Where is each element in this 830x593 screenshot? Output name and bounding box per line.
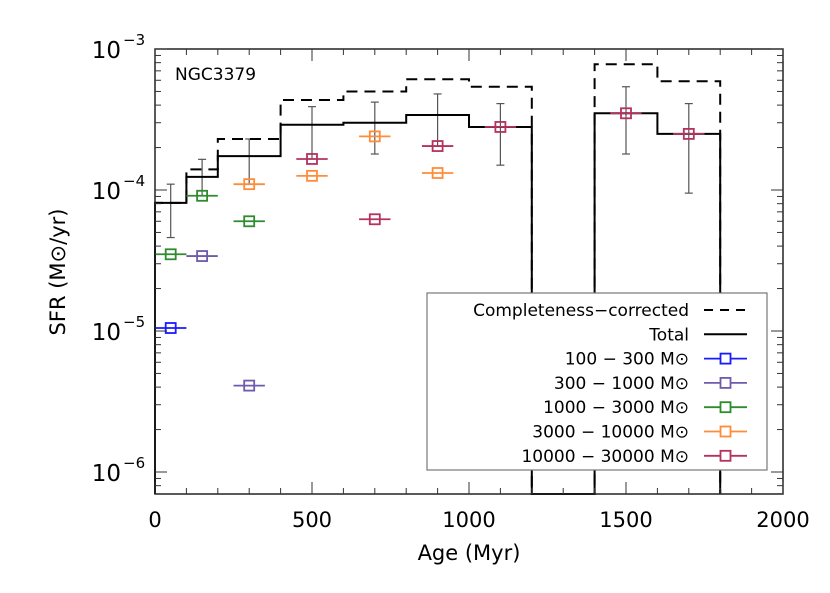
legend-label: 300 − 1000 M⊙ (554, 374, 689, 394)
completeness-corrected-line (154, 63, 722, 495)
legend-label: Completeness−corrected (473, 301, 689, 321)
square-marker-icon (164, 248, 177, 261)
y-tick-exponent: −4 (123, 172, 145, 190)
x-tick-label: 0 (148, 508, 161, 532)
square-marker-icon (196, 250, 209, 262)
square-marker-icon (306, 153, 318, 165)
square-marker-icon (243, 178, 256, 191)
y-tick-label: 10 (92, 38, 121, 64)
y-tick-exponent: −5 (123, 313, 145, 331)
square-marker-icon (243, 379, 256, 392)
square-marker-icon (431, 140, 444, 152)
legend-label: 10000 − 30000 M⊙ (521, 447, 689, 467)
y-axis-label: SFR (M⊙/yr) (46, 209, 70, 336)
square-marker-icon (164, 322, 177, 334)
y-tick-label: 10 (92, 179, 121, 205)
y-tick-label: 10 (92, 461, 121, 487)
legend-square-marker-icon (719, 352, 732, 365)
y-tick-exponent: −6 (123, 454, 145, 472)
y-tick-exponent: −3 (123, 31, 145, 49)
square-marker-icon (368, 130, 381, 143)
legend-square-marker-icon (719, 449, 732, 462)
x-tick-label: 2000 (756, 508, 809, 532)
x-tick-label: 1000 (442, 508, 495, 532)
legend-square-marker-icon (719, 425, 732, 438)
square-marker-icon (494, 121, 507, 133)
legend-square-marker-icon (719, 376, 732, 389)
plot-data (154, 63, 722, 495)
square-marker-icon (243, 215, 256, 228)
square-marker-icon (306, 169, 318, 182)
legend-label: 1000 − 3000 M⊙ (543, 398, 689, 418)
y-tick-label: 10 (92, 320, 121, 346)
galaxy-annotation: NGC3379 (175, 65, 256, 85)
x-tick-label: 1500 (599, 508, 652, 532)
square-marker-icon (682, 127, 695, 140)
square-marker-icon (620, 107, 632, 120)
legend-label: 100 − 300 M⊙ (565, 350, 689, 370)
square-marker-icon (196, 189, 209, 202)
square-marker-icon (368, 213, 381, 226)
x-tick-label: 500 (292, 508, 332, 532)
x-axis-label: Age (Myr) (418, 541, 521, 565)
square-marker-icon (431, 167, 444, 179)
legend-square-marker-icon (719, 401, 732, 414)
legend-label: 3000 − 10000 M⊙ (532, 423, 689, 443)
legend-box (426, 292, 768, 471)
legend-label: Total (648, 325, 689, 345)
